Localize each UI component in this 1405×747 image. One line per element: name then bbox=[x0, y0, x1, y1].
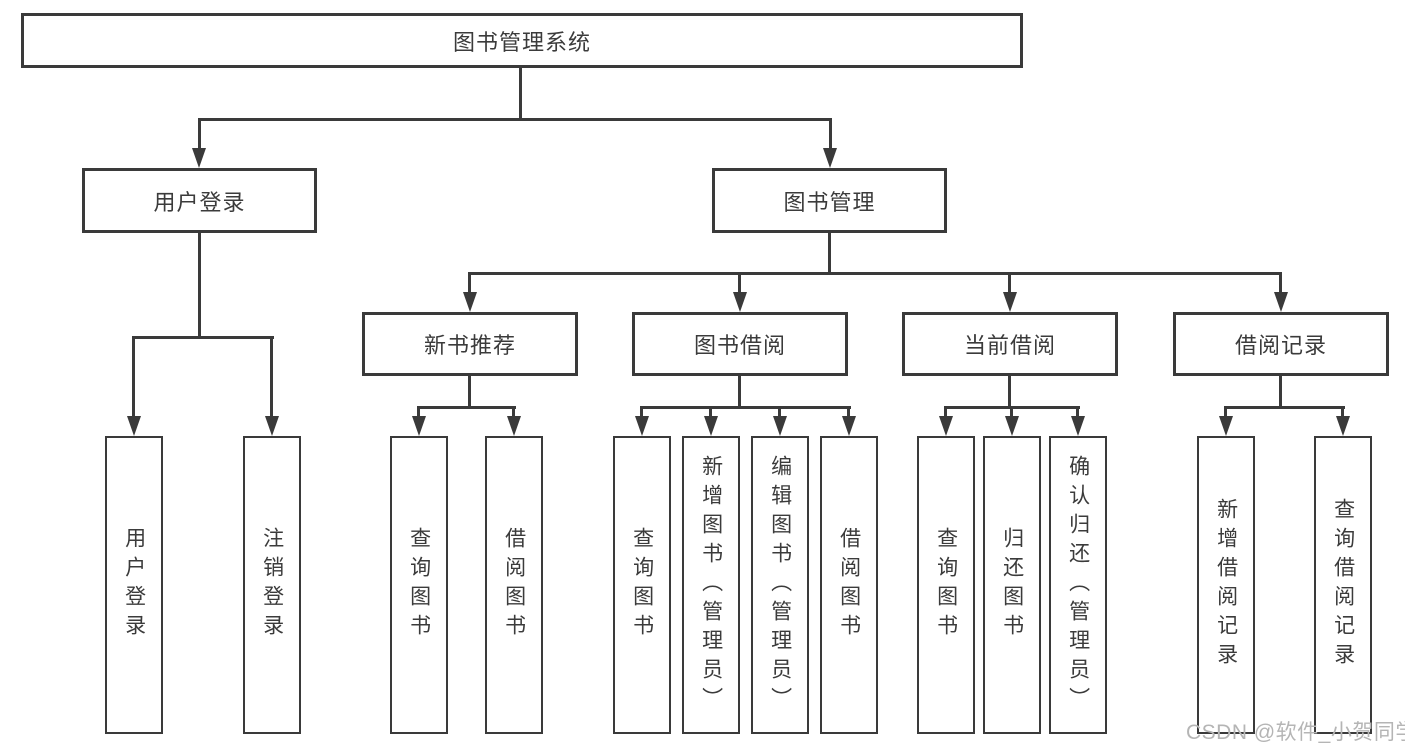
leaf-add-borrow-record: 新增借阅记录 bbox=[1197, 436, 1255, 734]
node-borrow-records: 借阅记录 bbox=[1173, 312, 1389, 376]
leaf-confirm-return-admin: 确认归还（管理员） bbox=[1049, 436, 1107, 734]
leaf-logout: 注销登录 bbox=[243, 436, 301, 734]
connector-group-branch bbox=[417, 406, 516, 409]
leaf-query-books-borrow: 查询图书 bbox=[613, 436, 671, 734]
watermark: CSDN @软件_小贺同学 bbox=[1186, 721, 1405, 744]
connector-line bbox=[738, 376, 741, 409]
node-book-borrow: 图书借阅 bbox=[632, 312, 848, 376]
arrow-down-icon bbox=[939, 416, 953, 436]
leaf-borrow-books-recommend: 借阅图书 bbox=[485, 436, 543, 734]
leaf-label: 查询图书 bbox=[934, 527, 958, 643]
leaf-label: 归还图书 bbox=[1000, 527, 1024, 643]
node-current-borrow: 当前借阅 bbox=[902, 312, 1118, 376]
arrow-down-icon bbox=[412, 416, 426, 436]
leaf-label: 新增借阅记录 bbox=[1214, 498, 1238, 672]
leaf-query-books-current: 查询图书 bbox=[917, 436, 975, 734]
node-new-book-recommend: 新书推荐 bbox=[362, 312, 578, 376]
connector-line bbox=[778, 406, 781, 418]
leaf-add-book-admin: 新增图书（管理员） bbox=[682, 436, 740, 734]
leaf-label: 注销登录 bbox=[260, 527, 284, 643]
connector-line bbox=[1008, 376, 1011, 409]
connector-line bbox=[1341, 406, 1344, 418]
leaf-label: 编辑图书（管理员） bbox=[768, 454, 792, 716]
connector-line bbox=[944, 406, 947, 418]
leaf-label: 查询图书 bbox=[407, 527, 431, 643]
connector-book-mgmt-stem bbox=[828, 233, 831, 275]
leaf-query-books-recommend: 查询图书 bbox=[390, 436, 448, 734]
leaf-query-borrow-record: 查询借阅记录 bbox=[1314, 436, 1372, 734]
arrow-down-icon bbox=[1003, 292, 1017, 312]
arrow-down-icon bbox=[1219, 416, 1233, 436]
arrow-down-icon bbox=[463, 292, 477, 312]
leaf-return-book: 归还图书 bbox=[983, 436, 1041, 734]
connector-line bbox=[1008, 272, 1011, 294]
connector-line bbox=[198, 118, 201, 152]
connector-user-login-branch bbox=[132, 336, 274, 339]
node-user-login: 用户登录 bbox=[82, 168, 317, 233]
leaf-label: 借阅图书 bbox=[837, 527, 861, 643]
connector-line bbox=[132, 336, 135, 418]
connector-group-branch bbox=[1224, 406, 1345, 409]
connector-book-mgmt-branch bbox=[468, 272, 1282, 275]
connector-line bbox=[640, 406, 643, 418]
arrow-down-icon bbox=[1274, 292, 1288, 312]
connector-line bbox=[417, 406, 420, 418]
node-library-system: 图书管理系统 bbox=[21, 13, 1023, 68]
leaf-edit-book-admin: 编辑图书（管理员） bbox=[751, 436, 809, 734]
arrow-down-icon bbox=[773, 416, 787, 436]
arrow-down-icon bbox=[1071, 416, 1085, 436]
arrow-down-icon bbox=[733, 292, 747, 312]
leaf-label: 查询借阅记录 bbox=[1331, 498, 1355, 672]
connector-line bbox=[738, 272, 741, 294]
node-book-management: 图书管理 bbox=[712, 168, 947, 233]
leaf-label: 用户登录 bbox=[122, 527, 146, 643]
connector-line bbox=[1224, 406, 1227, 418]
connector-line bbox=[847, 406, 850, 418]
arrow-down-icon bbox=[265, 416, 279, 436]
connector-line bbox=[1279, 272, 1282, 294]
arrow-down-icon bbox=[635, 416, 649, 436]
connector-line bbox=[468, 272, 471, 294]
connector-line bbox=[1279, 376, 1282, 409]
arrow-down-icon bbox=[192, 148, 206, 168]
leaf-label: 查询图书 bbox=[630, 527, 654, 643]
connector-line bbox=[1076, 406, 1079, 418]
leaf-user-login: 用户登录 bbox=[105, 436, 163, 734]
arrow-down-icon bbox=[127, 416, 141, 436]
arrow-down-icon bbox=[823, 148, 837, 168]
leaf-label: 借阅图书 bbox=[502, 527, 526, 643]
connector-line bbox=[1010, 406, 1013, 418]
arrow-down-icon bbox=[1005, 416, 1019, 436]
connector-line bbox=[512, 406, 515, 418]
connector-line bbox=[829, 118, 832, 152]
connector-group-branch bbox=[640, 406, 851, 409]
connector-line bbox=[270, 336, 273, 418]
leaf-label: 确认归还（管理员） bbox=[1066, 454, 1090, 716]
connector-line bbox=[468, 376, 471, 409]
leaf-label: 新增图书（管理员） bbox=[699, 454, 723, 716]
arrow-down-icon bbox=[507, 416, 521, 436]
connector-root-branch bbox=[198, 118, 832, 121]
arrow-down-icon bbox=[704, 416, 718, 436]
leaf-borrow-books: 借阅图书 bbox=[820, 436, 878, 734]
arrow-down-icon bbox=[1336, 416, 1350, 436]
connector-root-stem bbox=[519, 68, 522, 121]
connector-line bbox=[709, 406, 712, 418]
connector-user-login-stem bbox=[198, 233, 201, 339]
arrow-down-icon bbox=[842, 416, 856, 436]
